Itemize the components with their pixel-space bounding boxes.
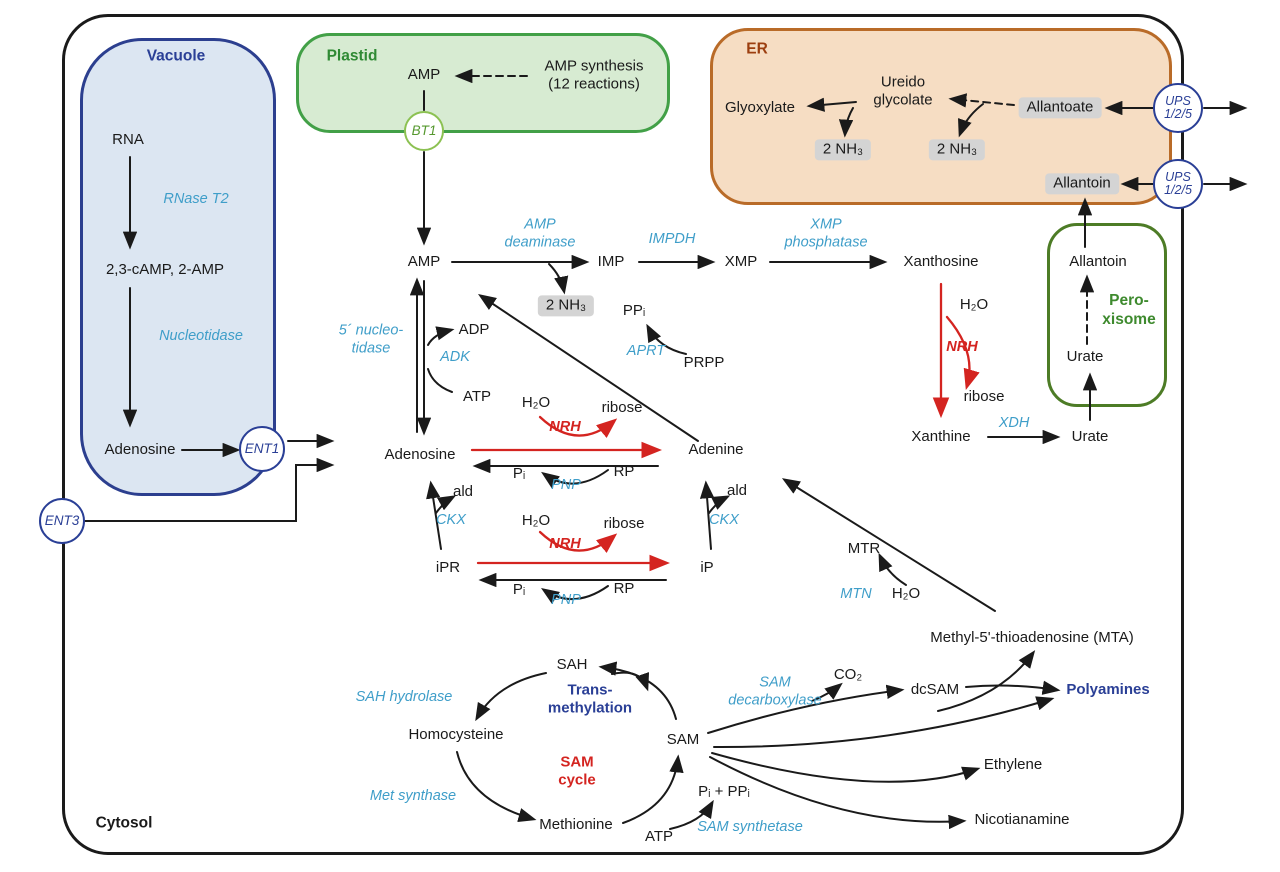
node-glyoxylate: Glyoxylate: [724, 98, 796, 116]
node-amp-synthesis: AMP synthesis (12 reactions): [544, 57, 644, 93]
node-ethylene: Ethylene: [983, 755, 1043, 773]
peroxisome-title: Pero- xisome: [1102, 292, 1156, 328]
node-ribose-xan: ribose: [963, 387, 1005, 405]
peroxisome-compartment: [1047, 223, 1167, 407]
node-xanthosine: Xanthosine: [903, 252, 979, 270]
node-amp: AMP: [407, 252, 441, 270]
node-xmp: XMP: [724, 252, 758, 270]
node-adenosine: Adenosine: [384, 445, 456, 463]
plastid-compartment: [296, 33, 670, 133]
node-rna: RNA: [112, 130, 144, 148]
enzyme-xdh: XDH: [998, 415, 1030, 432]
enzyme-nucleotidase: Nucleotidase: [159, 328, 243, 345]
node-ribose-row1: ribose: [601, 398, 643, 416]
node-prpp: PRPP: [683, 353, 725, 371]
er-title: ER: [746, 40, 768, 58]
node-nh3: 2 NH₃: [537, 295, 595, 317]
enzyme-ckx-left: CKX: [436, 512, 466, 529]
node-methionine: Methionine: [539, 815, 613, 833]
node-ureido-glycolate: Ureido glycolate: [873, 73, 933, 109]
node-nicotianamine: Nicotianamine: [974, 810, 1070, 828]
node-mtr: MTR: [847, 539, 881, 557]
node-sah: SAH: [556, 655, 588, 673]
enzyme-rnase-t2: RNase T2: [163, 191, 229, 208]
enzyme-pnp-row1: PNP: [551, 477, 581, 494]
enzyme-nrh-row1: NRH: [549, 419, 581, 436]
transporter-ups-b: UPS 1/2/5: [1153, 159, 1203, 209]
node-camp: 2,3-cAMP, 2-AMP: [105, 260, 225, 278]
enzyme-5-nucleotidase: 5´ nucleo- tidase: [338, 322, 404, 356]
node-allantoate: Allantoate: [1018, 97, 1102, 119]
enzyme-mtn: MTN: [840, 586, 872, 603]
cytosol-title: Cytosol: [95, 814, 153, 832]
node-urate: Urate: [1071, 427, 1109, 445]
node-adp: ADP: [458, 320, 490, 338]
enzyme-xmp-phosphatase: XMP phosphatase: [784, 216, 868, 250]
node-ald-right: ald: [726, 481, 748, 499]
node-homocysteine: Homocysteine: [408, 725, 504, 743]
node-plastid-amp: AMP: [407, 65, 441, 83]
node-h2o-row1: H₂O: [521, 393, 551, 411]
enzyme-aprt: APRT: [626, 343, 666, 360]
node-sam: SAM: [666, 730, 700, 748]
node-h2o-row2: H₂O: [521, 511, 551, 529]
node-imp: IMP: [597, 252, 625, 270]
enzyme-adk: ADK: [440, 349, 470, 366]
transporter-ent3: ENT3: [39, 498, 85, 544]
enzyme-sam-decarboxylase: SAM decarboxylase: [728, 674, 822, 708]
node-atp-cycle: ATP: [644, 827, 674, 845]
node-dcsam: dcSAM: [910, 680, 960, 698]
enzyme-pnp-row2: PNP: [551, 592, 581, 609]
node-ald-left: ald: [452, 482, 474, 500]
node-polyamines: Polyamines: [1066, 680, 1150, 698]
node-er-nh3-b: 2 NH₃: [928, 139, 986, 161]
node-rp-row1: RP: [613, 462, 635, 480]
node-ppi: PPᵢ: [622, 301, 646, 319]
node-pi-row2: Pᵢ: [512, 580, 526, 598]
vacuole-title: Vacuole: [146, 47, 206, 65]
enzyme-sah-hydrolase: SAH hydrolase: [355, 689, 453, 706]
node-pi-row1: Pᵢ: [512, 464, 526, 482]
plastid-title: Plastid: [326, 47, 378, 65]
node-h2o-xan: H₂O: [959, 295, 989, 313]
enzyme-nrh-row2: NRH: [549, 536, 581, 553]
enzyme-met-synthase: Met synthase: [369, 788, 457, 805]
node-h2o-mtn: H₂O: [891, 584, 921, 602]
transporter-ups-a: UPS 1/2/5: [1153, 83, 1203, 133]
node-xanthine: Xanthine: [911, 427, 971, 445]
node-pi-ppi: Pᵢ + PPᵢ: [698, 782, 750, 800]
cytosol-compartment: [62, 14, 1184, 855]
enzyme-sam-synthetase: SAM synthetase: [697, 819, 803, 836]
enzyme-ckx-right: CKX: [709, 512, 739, 529]
transporter-bt1: BT1: [404, 111, 444, 151]
node-perox-urate: Urate: [1066, 347, 1104, 365]
node-ribose-row2: ribose: [603, 514, 645, 532]
label-sam-cycle: SAM cycle: [558, 753, 596, 789]
node-vacuole-adenosine: Adenosine: [104, 440, 176, 458]
node-perox-allantoin: Allantoin: [1069, 252, 1127, 270]
transporter-ent1: ENT1: [239, 426, 285, 472]
node-er-allantoin: Allantoin: [1045, 173, 1119, 195]
enzyme-impdh: IMPDH: [648, 231, 696, 248]
node-co2: CO₂: [833, 665, 863, 683]
node-rp-row2: RP: [613, 579, 635, 597]
enzyme-nrh-xan: NRH: [946, 339, 978, 356]
node-atp: ATP: [462, 387, 492, 405]
enzyme-amp-deaminase: AMP deaminase: [504, 216, 576, 250]
node-adenine: Adenine: [688, 440, 744, 458]
node-ip: iP: [700, 558, 714, 576]
node-ipr: iPR: [435, 558, 461, 576]
node-er-nh3-a: 2 NH₃: [814, 139, 872, 161]
label-transmethylation: Trans- methylation: [547, 681, 633, 717]
node-mta: Methyl-5'-thioadenosine (MTA): [930, 628, 1134, 646]
